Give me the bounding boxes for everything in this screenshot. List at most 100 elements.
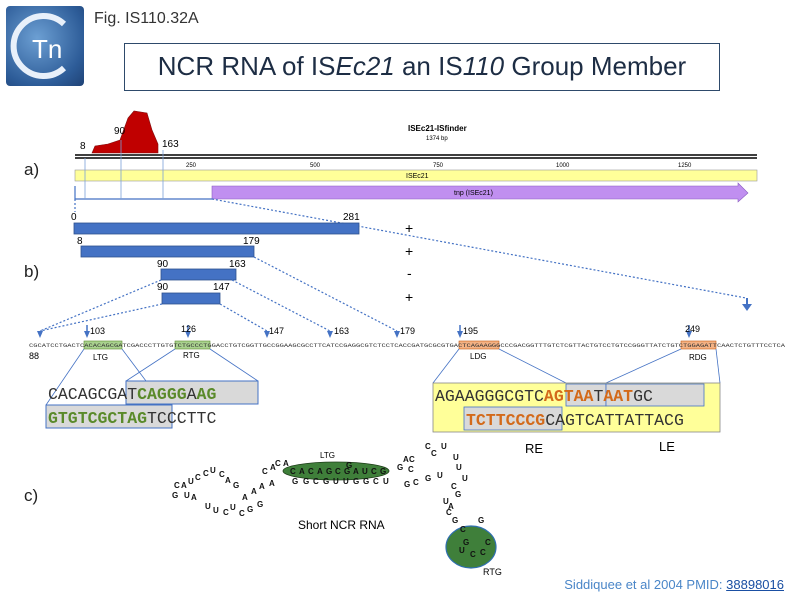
- rna-nucleotide: U: [462, 474, 468, 483]
- connector-d: [219, 303, 268, 332]
- ise-element-bar: [74, 169, 758, 182]
- rna-nucleotide: C: [203, 469, 209, 478]
- transcript-3-bar: [160, 268, 237, 281]
- tn-logo-graphic: Tn: [10, 13, 67, 79]
- rna-nucleotide: C: [409, 455, 415, 464]
- section-c-label: c): [24, 486, 39, 505]
- title-box: NCR RNA of ISEc21 an IS110 Group Member: [124, 43, 720, 91]
- rna-nucleotide: A: [269, 479, 275, 488]
- rna-nucleotide: G: [303, 477, 309, 486]
- rna-nucleotide: G: [397, 463, 403, 472]
- rna-nucleotide: A: [403, 455, 409, 464]
- arrow-126: [185, 331, 191, 338]
- re-box: [463, 406, 563, 431]
- rna-nucleotide: C: [275, 459, 281, 468]
- pos-103: 103: [90, 326, 105, 336]
- rna-nucleotide: C: [470, 550, 476, 559]
- ncr-sequence: CGCATCCTGACTCACACAGCGATCGACCCTTGTGTCTGCC…: [29, 343, 786, 349]
- transcript-2-strand: +: [405, 243, 413, 259]
- transcript-3-start: 90: [157, 259, 169, 270]
- tnp-label: tnp (ISEc21): [454, 190, 493, 197]
- re-bottom-b: CA: [545, 411, 565, 430]
- rna-nucleotide: C: [195, 473, 201, 482]
- connector-a: [39, 279, 162, 332]
- rna-nucleotide: C: [460, 525, 466, 534]
- rdg-label: RDG: [689, 353, 707, 362]
- ldg-label: LDG: [470, 352, 486, 361]
- transcript-2: 8 179 +: [77, 236, 413, 259]
- le-top-d: AAT: [603, 387, 633, 406]
- pmid-link[interactable]: 38898016: [726, 577, 784, 592]
- rna-nucleotide: G: [346, 461, 352, 470]
- zoom-rdg-right: [715, 348, 721, 384]
- transcript-4-end: 147: [213, 282, 230, 293]
- re-top-a: AGAAGGGCGTC: [435, 387, 544, 406]
- rna-nucleotide: G: [478, 516, 484, 525]
- rna-nucleotide: A: [181, 481, 187, 490]
- connector-e: [253, 256, 398, 332]
- rna-nucleotide: C: [313, 477, 319, 486]
- re-bottom-a: TCTTCCCG: [466, 411, 545, 430]
- tick-250: 250: [186, 163, 197, 169]
- tnp-arrow: [211, 182, 749, 203]
- peak-label-8: 8: [80, 141, 86, 152]
- rna-nucleotide: C: [174, 481, 180, 490]
- zoom-rtg-right: [209, 348, 259, 382]
- ltg-bottom-plain: TCCCTTC: [147, 409, 216, 428]
- ltg-top-plain: CACAGCGAT: [48, 385, 137, 404]
- rna-nucleotide: C: [408, 465, 414, 474]
- ltg-ellipse: [282, 461, 390, 481]
- zoom-rdg-left: [605, 348, 682, 384]
- rna-ltg-nucleotide: G: [380, 467, 386, 476]
- transcript-1-start: 0: [71, 212, 77, 223]
- transcript-3-strand: -: [407, 265, 412, 281]
- transcript-1: 0 281 +: [71, 212, 413, 236]
- rtg-panel-box: [125, 380, 259, 405]
- ltg-top-a: A: [187, 385, 197, 404]
- tick-1000: 1000: [556, 163, 570, 169]
- rna-nucleotide: G: [455, 490, 461, 499]
- le-bottom-c: GTCATTATTACG: [565, 411, 684, 430]
- le-box-2: [605, 383, 705, 407]
- ltg-top-green-2: AG: [197, 385, 217, 404]
- zoom-line-right: [211, 198, 747, 299]
- rna-nucleotide: U: [205, 502, 211, 511]
- rna-nucleotide: G: [404, 480, 410, 489]
- rna-nucleotide: U: [230, 503, 236, 512]
- ltg-bottom-green: GTGTCGCTAG: [48, 409, 147, 428]
- rna-nucleotide: C: [413, 478, 419, 487]
- re-le-top-sequence: AGAAGGGCGTCAGTAATAATGC: [435, 387, 653, 406]
- rdg-box: [680, 340, 717, 350]
- tn-logo: Tn: [6, 6, 84, 86]
- rna-nucleotide: U: [184, 491, 190, 500]
- rna-ltg-nucleotide: C: [371, 467, 377, 476]
- rna-nucleotide: G: [363, 477, 369, 486]
- ltg-box: [83, 340, 123, 350]
- finder-name: ISEc21-ISfinder: [408, 124, 467, 133]
- rna-nucleotide: C: [480, 548, 486, 557]
- rna-nucleotide: G: [323, 477, 329, 486]
- rna-nucleotide: G: [172, 491, 178, 500]
- rna-nucleotide: C: [219, 470, 225, 479]
- transcript-2-start: 8: [77, 236, 83, 247]
- zoom-arrow-right: [742, 298, 752, 311]
- rna-nucleotide: U: [437, 471, 443, 480]
- le-label: LE: [659, 439, 675, 454]
- transcript-2-bar: [80, 245, 255, 258]
- rna-nucleotide: C: [485, 538, 491, 547]
- le-top-e: GC: [633, 387, 653, 406]
- rtg-circle: [445, 525, 497, 569]
- ltg-bottom-sequence: GTGTCGCTAGTCCCTTC: [48, 409, 216, 428]
- rna-nucleotide: U: [456, 463, 462, 472]
- transcript-2-end: 179: [243, 236, 260, 247]
- ncr-region-bracket: [74, 186, 212, 200]
- section-a-label: a): [24, 160, 40, 179]
- rna-nucleotide: G: [247, 505, 253, 514]
- arrow-88: [37, 331, 43, 338]
- transcript-4-bar: [161, 292, 221, 305]
- pos-126: 126: [181, 324, 196, 334]
- arrow-147: [264, 331, 270, 338]
- position-labels: 88 103 126 147 163 179 195 249: [29, 324, 700, 361]
- rna-nucleotide: G: [452, 516, 458, 525]
